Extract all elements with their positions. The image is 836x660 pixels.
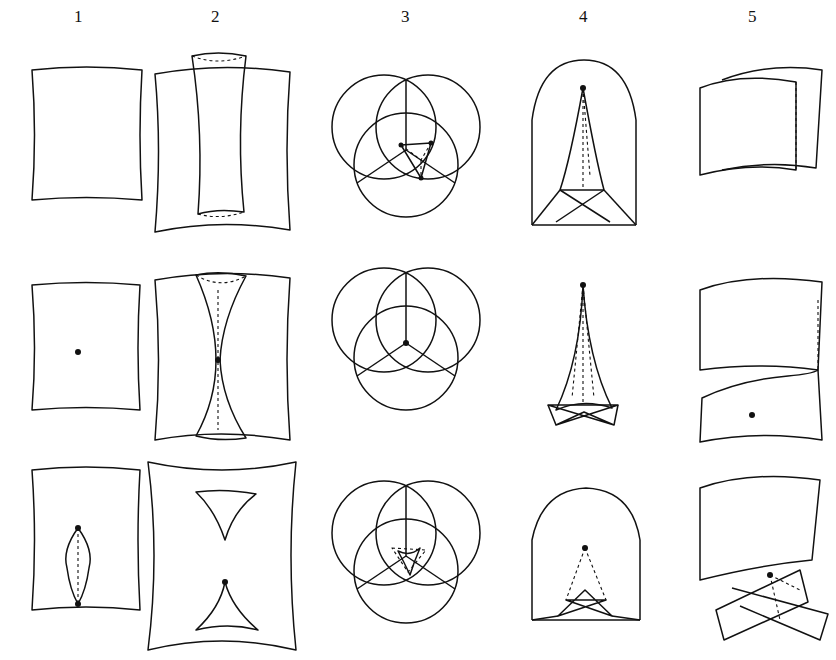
column-number: 2 [211,8,220,25]
column-number: 5 [748,8,757,25]
column-number: 1 [74,8,83,25]
column-number: 4 [579,8,588,25]
column-number: 3 [401,8,410,25]
